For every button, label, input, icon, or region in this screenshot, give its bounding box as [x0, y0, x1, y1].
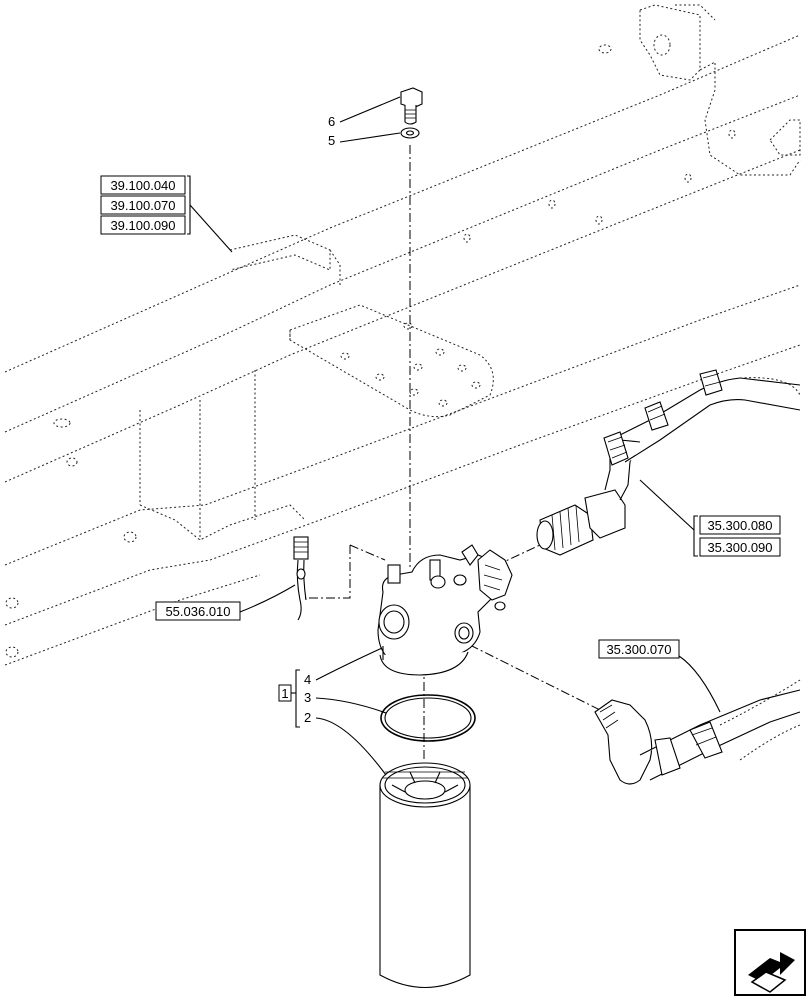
washer-part [400, 127, 420, 139]
item-6-label: 6 [328, 114, 335, 129]
item-3-label: 3 [304, 690, 311, 705]
ref-fitting-1[interactable]: 35.300.080 [707, 518, 772, 533]
ref-hose-label[interactable]: 35.300.070 [606, 642, 671, 657]
ref-frame-group[interactable]: 39.100.040 39.100.070 39.100.090 [100, 175, 233, 253]
bolt-part [400, 87, 423, 125]
filter-element-part [379, 762, 471, 989]
item-5-label: 5 [328, 133, 335, 148]
upper-hose [603, 369, 801, 466]
callout-5: 5 [328, 132, 401, 148]
ref-frame-3[interactable]: 39.100.090 [110, 218, 175, 233]
ref-frame-2[interactable]: 39.100.070 [110, 198, 175, 213]
chassis-frame [4, 4, 801, 666]
sensor-part [293, 536, 309, 621]
item-4-label: 4 [304, 672, 311, 687]
kit-label: 1 [281, 686, 288, 701]
filter-head-part [377, 544, 513, 676]
ref-sensor-label[interactable]: 55.036.010 [165, 604, 230, 619]
ref-fitting-2[interactable]: 35.300.090 [707, 540, 772, 555]
assembly-lines [305, 145, 601, 760]
ref-frame-1[interactable]: 39.100.040 [110, 178, 175, 193]
lower-hose [594, 679, 801, 785]
seal-ring-part [380, 694, 476, 742]
item-2-label: 2 [304, 710, 311, 725]
ref-hose[interactable]: 35.300.070 [598, 639, 721, 713]
next-page-arrow-icon[interactable] [734, 929, 806, 996]
fitting-part [536, 439, 656, 556]
ref-fitting-group[interactable]: 35.300.080 35.300.090 [639, 479, 781, 557]
kit-bracket: 1 4 3 2 [278, 647, 387, 776]
ref-sensor[interactable]: 55.036.010 [155, 584, 296, 621]
callout-6: 6 [328, 96, 401, 129]
